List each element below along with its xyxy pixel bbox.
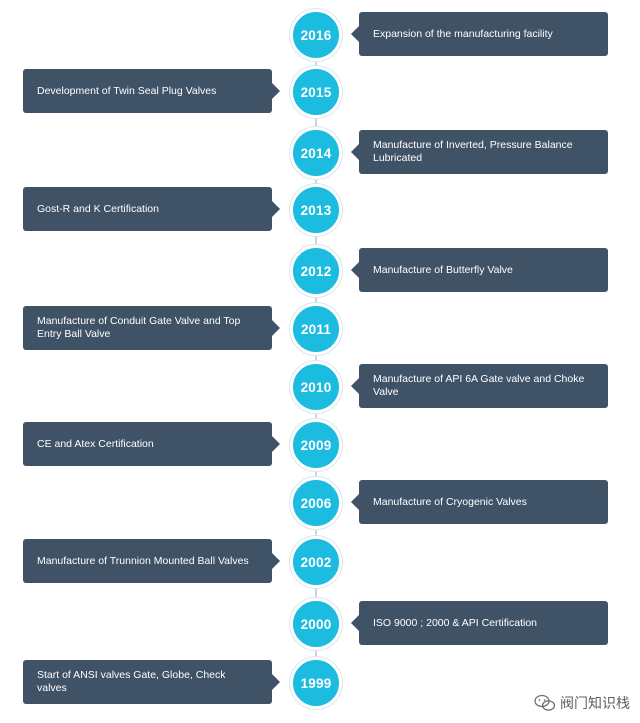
event-box: Manufacture of Conduit Gate Valve and To… (23, 306, 280, 350)
year-node: 2010 (290, 361, 342, 413)
year-node: 2013 (290, 184, 342, 236)
watermark-text: 阀门知识栈 (560, 695, 630, 711)
watermark: 阀门知识栈 (534, 693, 630, 713)
event-box: CE and Atex Certification (23, 422, 280, 466)
year-node: 1999 (290, 657, 342, 709)
year-label: 2012 (300, 263, 332, 279)
year-node: 2011 (290, 303, 342, 355)
year-node: 2016 (290, 9, 342, 61)
event-box: Start of ANSI valves Gate, Globe, Check … (23, 660, 280, 704)
event-box: ISO 9000 ; 2000 & API Certification (351, 601, 608, 645)
year-label: 2015 (300, 84, 332, 100)
event-text: CE and Atex Certification (37, 437, 154, 450)
year-label: 2013 (300, 202, 332, 218)
event-text: ISO 9000 ; 2000 & API Certification (373, 616, 538, 629)
event-text: Gost-R and K Certification (37, 202, 159, 215)
year-label: 2000 (300, 616, 332, 632)
event-text: Manufacture of Trunnion Mounted Ball Val… (37, 554, 249, 567)
year-label: 2002 (300, 554, 332, 570)
event-text: Start of ANSI valves Gate, Globe, Check … (37, 669, 226, 694)
year-label: 1999 (300, 675, 332, 691)
event-text: Manufacture of Conduit Gate Valve and To… (37, 315, 241, 340)
year-label: 2010 (300, 379, 332, 395)
year-label: 2016 (300, 27, 332, 43)
event-box: Expansion of the manufacturing facility (351, 12, 608, 56)
event-text: Manufacture of Inverted, Pressure Balanc… (373, 139, 573, 164)
event-text: Development of Twin Seal Plug Valves (37, 84, 217, 97)
event-box: Development of Twin Seal Plug Valves (23, 69, 280, 113)
year-node: 2002 (290, 536, 342, 588)
year-label: 2009 (300, 437, 332, 453)
event-box: Manufacture of Cryogenic Valves (351, 480, 608, 524)
event-text: Manufacture of Butterfly Valve (373, 263, 513, 276)
year-label: 2011 (300, 321, 332, 337)
year-label: 2006 (300, 495, 332, 511)
event-box: Gost-R and K Certification (23, 187, 280, 231)
year-node: 2015 (290, 66, 342, 118)
event-text: Manufacture of Cryogenic Valves (373, 495, 527, 508)
event-box: Manufacture of API 6A Gate valve and Cho… (351, 364, 608, 408)
year-node: 2009 (290, 419, 342, 471)
year-node: 2006 (290, 477, 342, 529)
event-box: Manufacture of Inverted, Pressure Balanc… (351, 130, 608, 174)
timeline-axis-line (315, 14, 317, 704)
year-label: 2014 (300, 145, 332, 161)
event-text: Manufacture of API 6A Gate valve and Cho… (373, 373, 585, 398)
year-node: 2012 (290, 245, 342, 297)
year-node: 2014 (290, 127, 342, 179)
event-box: Manufacture of Trunnion Mounted Ball Val… (23, 539, 280, 583)
year-node: 2000 (290, 598, 342, 650)
event-text: Expansion of the manufacturing facility (373, 27, 553, 40)
wechat-icon (534, 694, 556, 711)
event-box: Manufacture of Butterfly Valve (351, 248, 608, 292)
